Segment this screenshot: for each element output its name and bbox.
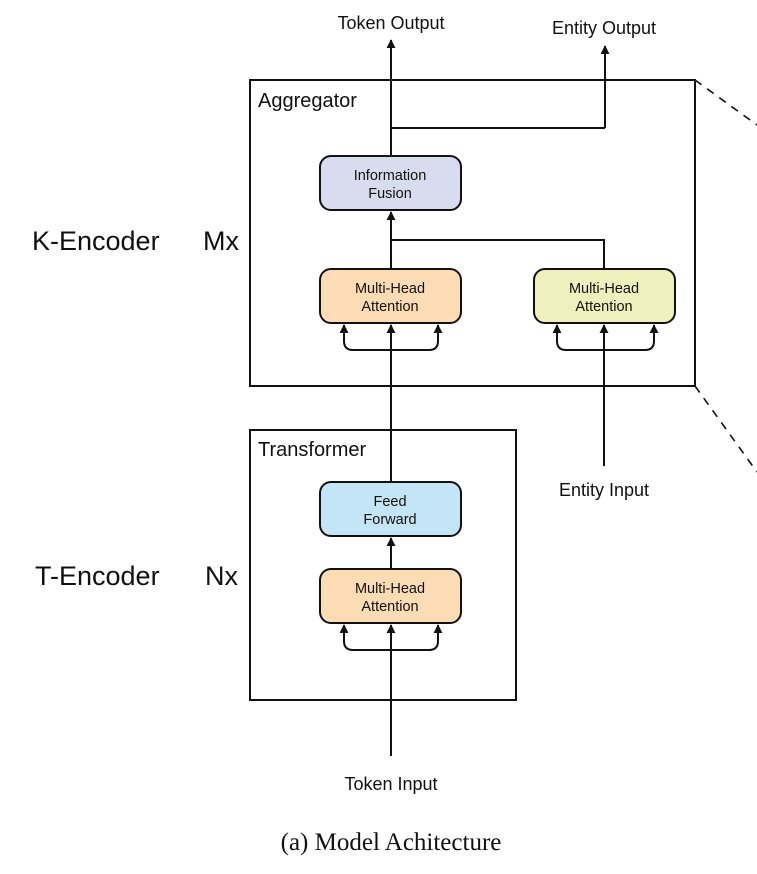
zoom-line-bottom [694,385,757,473]
feed-forward-line2: Forward [363,512,416,528]
transformer-title: Transformer [258,439,367,461]
token-output-label: Token Output [337,13,444,33]
feed-forward-line1: Feed [373,494,406,510]
feed-forward-box [319,481,462,537]
entity-attention-fan-in [552,324,659,351]
transformer-frame [249,429,517,701]
transformer-attention-line1: Multi-Head [355,581,425,597]
information-fusion-line1: Information [354,168,427,184]
entity-attention-line2: Attention [575,299,632,315]
feed-forward-block: Feed Forward [319,481,462,537]
mx-label: Mx [203,226,239,256]
t-encoder-label: T-Encoder [35,561,160,591]
token-attention-block: Multi-Head Attention [319,268,462,324]
information-fusion-block: Information Fusion [319,155,462,211]
transformer-attention-line2: Attention [361,599,418,615]
transformer-attention-block: Multi-Head Attention [319,568,462,624]
token-input-label: Token Input [344,774,437,794]
zoom-line-top [694,79,757,126]
information-fusion-box [319,155,462,211]
entity-attention-line1: Multi-Head [569,281,639,297]
transformer-attention-box [319,568,462,624]
nx-label: Nx [205,561,238,591]
information-fusion-line2: Fusion [368,186,412,202]
entity-input-label: Entity Input [559,480,649,500]
aggregator-frame [249,79,696,387]
aggregator-title: Aggregator [258,90,357,112]
entity-output-label: Entity Output [552,18,656,38]
entity-attention-box [533,268,676,324]
token-attention-line1: Multi-Head [355,281,425,297]
figure-caption: (a) Model Achitecture [281,829,502,856]
token-attention-box [319,268,462,324]
entity-attention-to-fusion-connector [391,239,605,269]
token-attention-line2: Attention [361,299,418,315]
entity-attention-block: Multi-Head Attention [533,268,676,324]
k-encoder-label: K-Encoder [32,226,160,256]
